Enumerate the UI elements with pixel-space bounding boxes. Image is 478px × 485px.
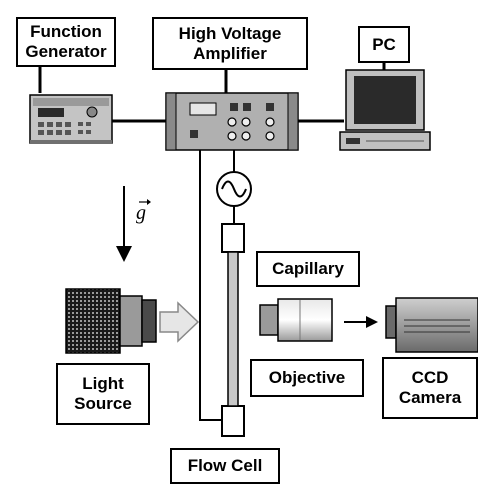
- hv-amplifier-label: High Voltage Amplifier: [152, 17, 308, 70]
- bottom-electrode: [221, 405, 245, 437]
- flow-cell-label: Flow Cell: [170, 448, 280, 484]
- capillary-tube: [227, 251, 239, 407]
- ccd-camera-device: [385, 297, 478, 353]
- function-generator-device: [29, 94, 113, 144]
- capillary-label: Capillary: [256, 251, 360, 287]
- down-arrow-icon: [116, 186, 132, 262]
- gravity-vector-label: g: [136, 199, 154, 226]
- connection-wires: [38, 62, 386, 123]
- ac-source-icon: [216, 171, 252, 207]
- objective-lens: [259, 298, 333, 342]
- function-generator-label: Function Generator: [16, 17, 116, 67]
- electrode-wires: [199, 150, 235, 421]
- vector-arrow-icon: [139, 199, 151, 205]
- right-arrow-icon: [344, 316, 378, 328]
- top-electrode: [221, 223, 245, 253]
- pc-computer: [339, 69, 431, 151]
- light-source-label: Light Source: [56, 363, 150, 425]
- hv-amplifier-device: [165, 92, 299, 151]
- pc-label: PC: [358, 26, 410, 63]
- light-source-device: [65, 288, 157, 354]
- light-beam-arrow: [159, 301, 200, 343]
- objective-label: Objective: [250, 359, 364, 397]
- ccd-camera-label: CCD Camera: [382, 357, 478, 419]
- gravity-symbol: g: [136, 202, 146, 224]
